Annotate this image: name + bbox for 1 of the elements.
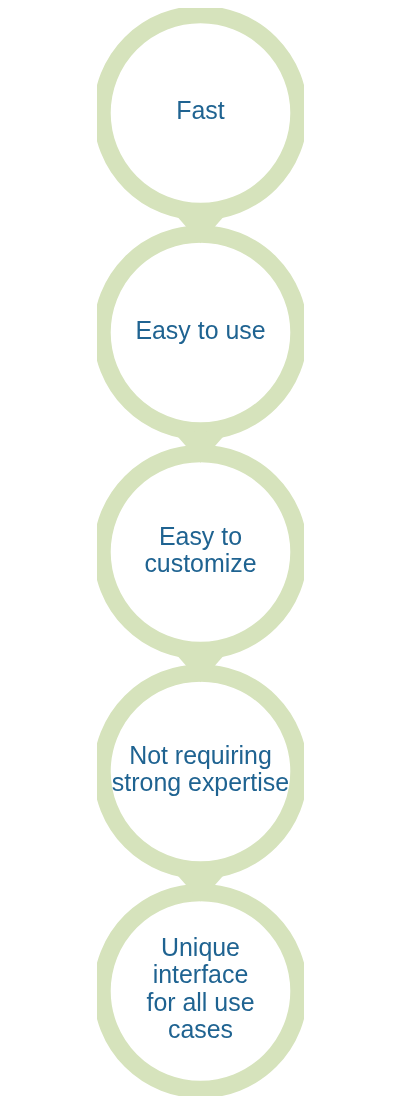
node-circle: Unique interface for all use cases: [96, 883, 304, 1096]
